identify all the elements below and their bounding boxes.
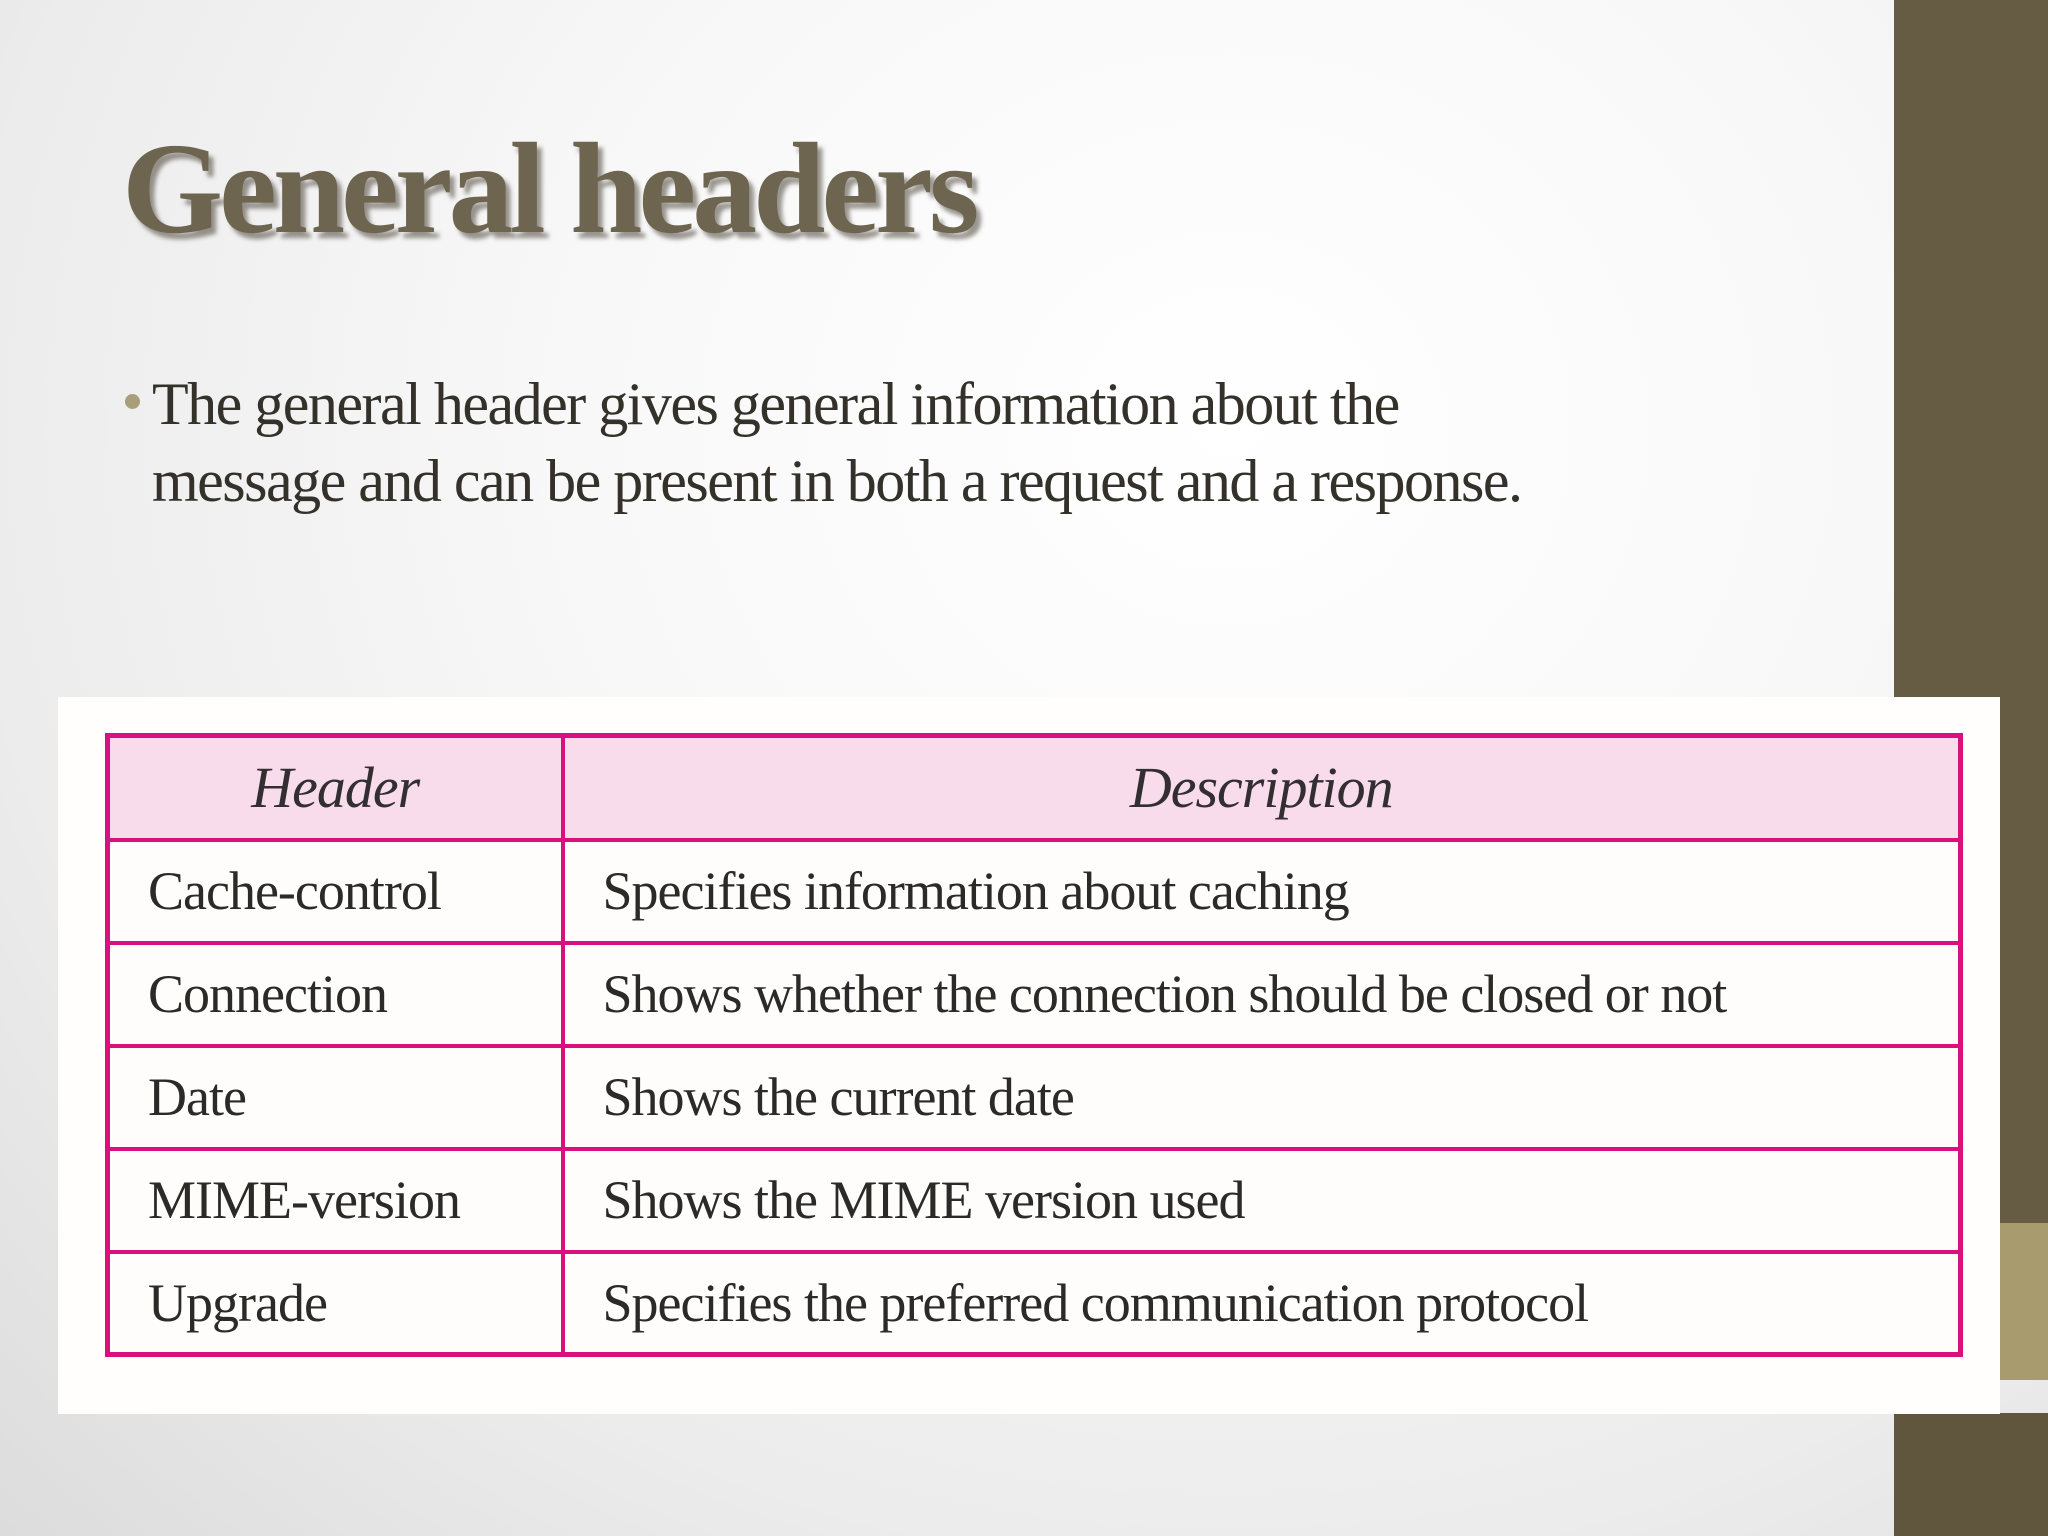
table-row: Date Shows the current date [105,1043,1963,1151]
table-header-row: Header Description [105,733,1963,842]
header-description-cell: Shows whether the connection should be c… [560,940,1963,1048]
bullet-marker [125,394,140,409]
bullet-text: The general header gives general informa… [152,366,1852,520]
table-row: Upgrade Specifies the preferred communic… [105,1249,1963,1357]
bullet-text-line2: message and can be present in both a req… [152,448,1523,514]
header-description-cell: Specifies information about caching [560,837,1963,945]
general-headers-table: Header Description Cache-control Specifi… [105,733,1963,1357]
header-name-cell: Date [105,1043,565,1151]
header-name-cell: Connection [105,940,565,1048]
header-name-cell: MIME-version [105,1146,565,1254]
header-name-cell: Upgrade [105,1249,565,1357]
table-row: MIME-version Shows the MIME version used [105,1146,1963,1254]
column-header-header: Header [105,733,565,842]
right-tan-square [1998,1223,2048,1380]
header-name-cell: Cache-control [105,837,565,945]
table-row: Cache-control Specifies information abou… [105,837,1963,945]
column-header-description: Description [560,733,1963,842]
header-description-cell: Specifies the preferred communication pr… [560,1249,1963,1357]
header-description-cell: Shows the current date [560,1043,1963,1151]
table-row: Connection Shows whether the connection … [105,940,1963,1048]
header-description-cell: Shows the MIME version used [560,1146,1963,1254]
bullet-text-line1: The general header gives general informa… [152,371,1400,437]
bottom-right-brown-band [1894,1413,2048,1536]
slide-title: General headers [122,117,979,261]
